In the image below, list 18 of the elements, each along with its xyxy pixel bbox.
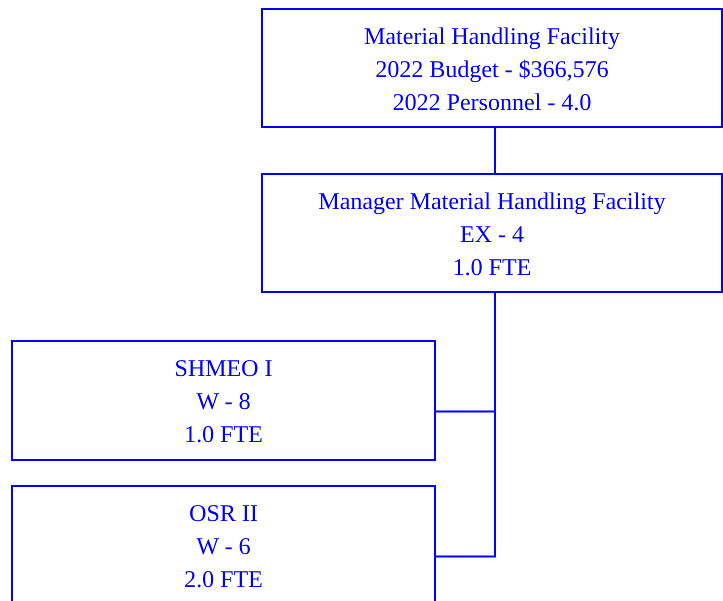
org-chart-box <box>11 485 436 601</box>
position-title: OSR II <box>189 500 258 529</box>
connector-line <box>436 293 496 558</box>
position-title: Material Handling Facility <box>364 23 620 52</box>
position-detail: EX - 4 <box>460 221 524 250</box>
org-chart-box <box>11 340 436 461</box>
connector-line <box>494 128 496 173</box>
position-detail: W - 8 <box>196 388 251 417</box>
position-detail: 1.0 FTE <box>452 254 532 283</box>
position-detail: 1.0 FTE <box>184 421 263 450</box>
org-chart-box <box>261 173 723 293</box>
position-detail: W - 6 <box>196 533 251 562</box>
org-chart-box <box>261 8 723 128</box>
position-detail: 2022 Budget - $366,576 <box>375 56 609 85</box>
position-detail: 2.0 FTE <box>184 566 263 595</box>
position-detail: 2022 Personnel - 4.0 <box>392 89 592 118</box>
position-title: Manager Material Handling Facility <box>318 188 666 217</box>
position-title: SHMEO I <box>174 355 272 384</box>
